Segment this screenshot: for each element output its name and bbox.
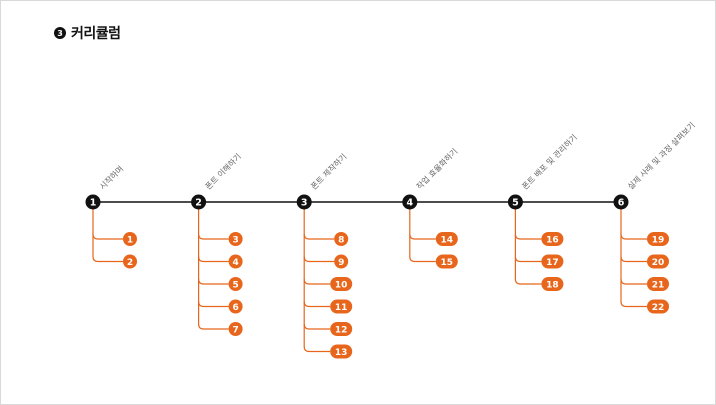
stage-number: 2 (195, 198, 202, 209)
lesson-connector (514, 278, 542, 285)
section-title: 3 커리큘럼 (54, 23, 121, 43)
lesson-badge (541, 277, 564, 291)
lesson-badge (334, 232, 349, 246)
lesson-connector (92, 256, 123, 263)
stage-number: 4 (406, 198, 413, 209)
lesson-badge (228, 299, 243, 314)
section-number-badge: 3 (54, 27, 66, 39)
lesson-connector (198, 256, 229, 263)
lesson-number: 19 (652, 236, 665, 246)
section-title-text: 커리큘럼 (71, 26, 121, 42)
stage-node (296, 194, 312, 210)
stage-node (85, 194, 101, 210)
lesson-connector (620, 301, 647, 308)
stage-node (191, 194, 207, 210)
lesson-badge (647, 254, 669, 269)
lesson-number: 15 (441, 258, 454, 268)
lesson-number: 8 (338, 236, 344, 246)
lesson-badge (541, 232, 564, 246)
lesson-badge (334, 254, 349, 269)
lesson-badge (330, 299, 353, 314)
stage-node (402, 194, 418, 210)
lesson-number: 6 (232, 303, 238, 313)
stage-number: 6 (618, 198, 625, 209)
lesson-badge (330, 277, 353, 291)
lesson-connector (620, 278, 647, 285)
lesson-number: 5 (232, 281, 238, 291)
lesson-number: 21 (652, 281, 665, 291)
lesson-badge (123, 254, 137, 269)
lesson-number: 20 (652, 258, 665, 268)
lesson-badge (228, 232, 243, 246)
stage-label: 실제 사례 및 과정 살펴보기 (625, 120, 697, 192)
stage-label: 폰트 이해하기 (203, 151, 243, 191)
lesson-connector (303, 256, 335, 263)
lesson-number: 1 (127, 236, 133, 246)
lesson-number: 16 (546, 236, 559, 246)
stage-number: 3 (301, 198, 308, 209)
lesson-connector (303, 346, 331, 353)
lesson-connector (303, 233, 335, 240)
stage-number: 5 (512, 198, 519, 209)
stage-label: 폰트 배포 및 관리하기 (520, 132, 579, 191)
lesson-connector (198, 301, 229, 308)
stage-label: 작업 효율화하기 (414, 146, 459, 191)
lesson-connector (409, 233, 436, 240)
lesson-connector (514, 256, 542, 263)
lesson-badge (541, 254, 564, 269)
lesson-number: 12 (335, 326, 348, 336)
lesson-badge (435, 254, 458, 269)
lesson-connector (620, 233, 647, 240)
stage-number: 1 (90, 198, 97, 209)
stage-node (613, 194, 629, 210)
lesson-connector (92, 233, 123, 240)
lesson-number: 11 (335, 303, 348, 313)
lesson-connector (514, 233, 542, 240)
lesson-number: 4 (232, 258, 238, 268)
lesson-number: 14 (441, 236, 454, 246)
lesson-connector (620, 256, 647, 263)
lesson-badge (228, 277, 243, 291)
lesson-badge (330, 344, 353, 359)
lesson-badge (647, 277, 669, 291)
lesson-badge (647, 299, 669, 314)
lesson-badge (228, 254, 243, 269)
lesson-badge (330, 322, 353, 336)
lesson-number: 9 (338, 258, 344, 268)
lesson-connector (303, 301, 331, 308)
lesson-number: 17 (546, 258, 559, 268)
lesson-number: 13 (335, 348, 348, 358)
stage-label: 폰트 제작하기 (309, 151, 349, 191)
lesson-connector (198, 323, 229, 330)
lesson-number: 18 (546, 281, 559, 291)
lesson-badge (435, 232, 458, 246)
lesson-number: 3 (232, 236, 238, 246)
lesson-number: 7 (232, 326, 238, 336)
lesson-connector (303, 323, 331, 330)
lesson-connector (198, 233, 229, 240)
lesson-number: 10 (335, 281, 348, 291)
lesson-number: 22 (652, 303, 665, 313)
stage-label: 시작하며 (97, 164, 125, 192)
lesson-connector (198, 278, 229, 285)
lesson-number: 2 (127, 258, 133, 268)
stage-node (507, 194, 523, 210)
lesson-connector (409, 256, 436, 263)
lesson-badge (647, 232, 669, 246)
lesson-badge (228, 322, 243, 336)
lesson-badge (123, 232, 137, 246)
lesson-connector (303, 278, 331, 285)
